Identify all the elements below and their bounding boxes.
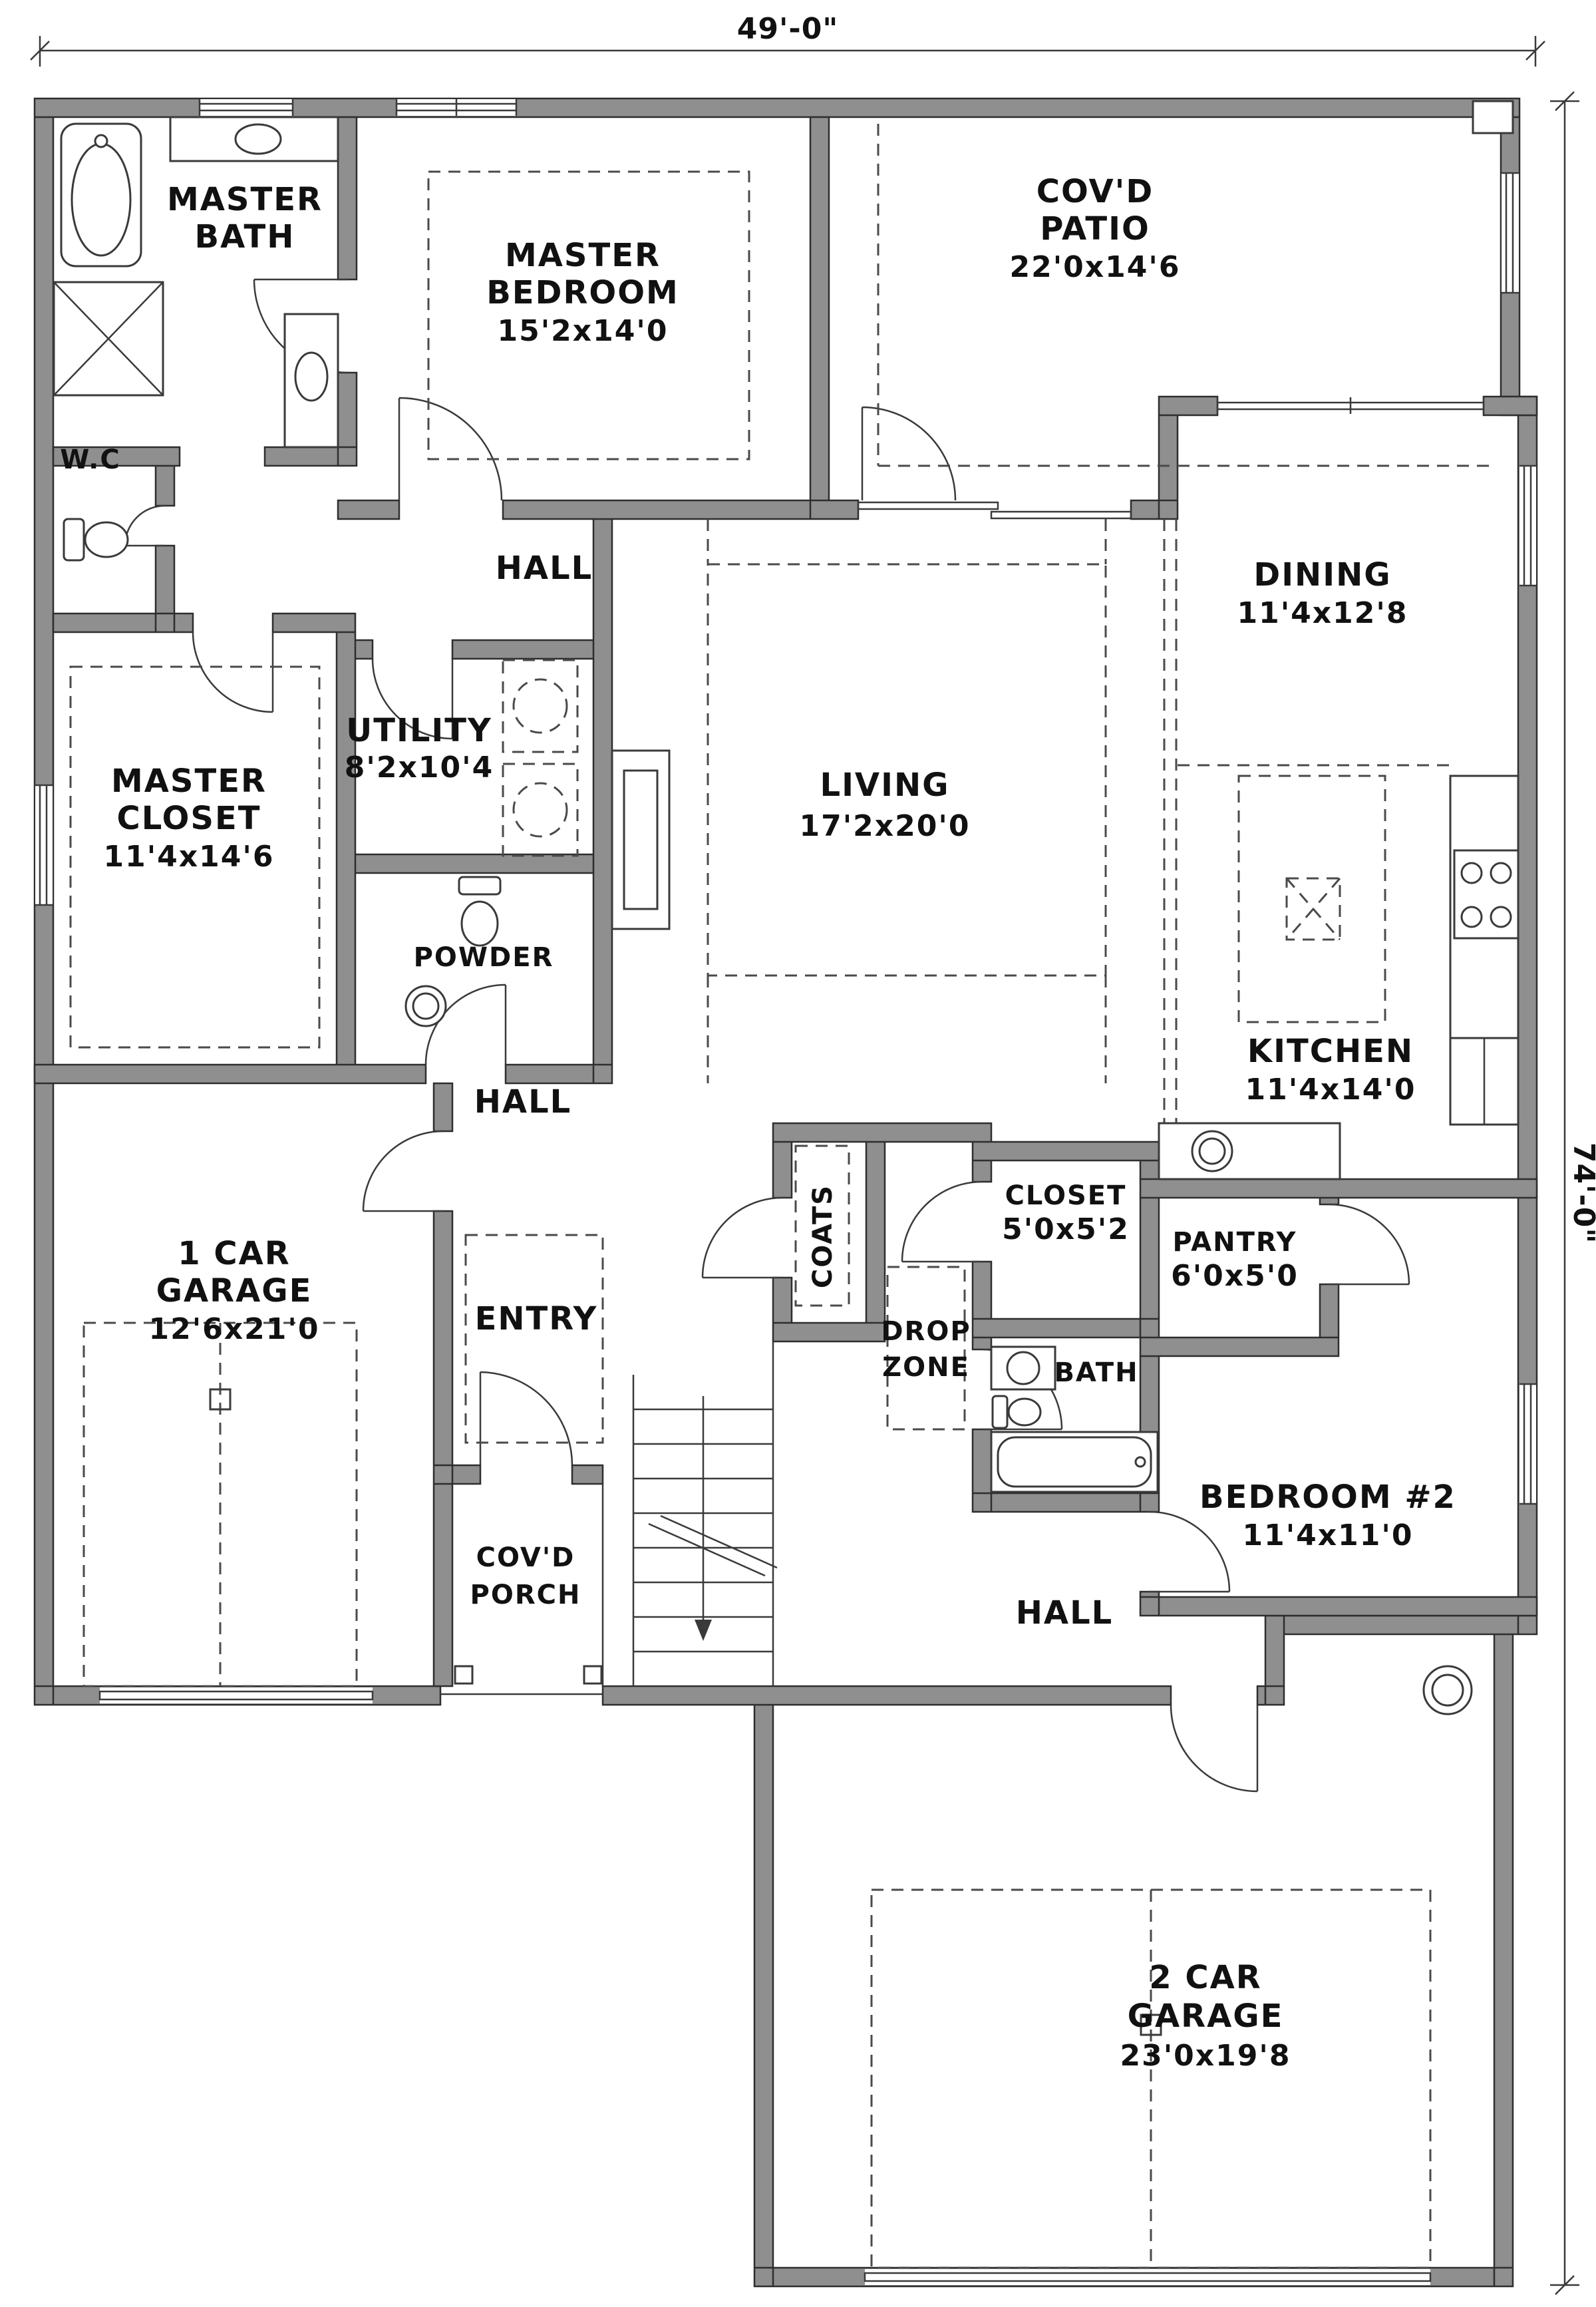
closet-label: CLOSET <box>1005 1180 1127 1211</box>
fixtures <box>53 100 1519 1715</box>
covd-patio-label: COV'D <box>1037 173 1154 210</box>
hall-upper-label: HALL <box>496 550 593 587</box>
utility-size: 8'2x10'4 <box>345 751 494 785</box>
drop-zone-label: ZONE <box>882 1352 970 1383</box>
garage-2car-label: GARAGE <box>1128 1998 1284 2035</box>
porch-post-icon <box>454 1665 474 1685</box>
hall-lower-label: HALL <box>1016 1594 1114 1632</box>
bath2-toilet-icon <box>991 1395 1042 1429</box>
dryer-icon <box>512 782 568 838</box>
covd-patio-size: 22'0x14'6 <box>1009 250 1180 284</box>
media-niche-icon <box>611 749 671 930</box>
wc-toilet-icon <box>63 518 129 562</box>
master-bedroom-label: MASTER <box>505 237 661 274</box>
range-icon <box>1453 849 1519 940</box>
garage-2car-label: 2 CAR <box>1149 1959 1261 1996</box>
dashed-features <box>69 124 1496 2269</box>
stair-treads <box>632 1341 778 1686</box>
powder-sink-icon <box>404 985 447 1027</box>
pantry-label: PANTRY <box>1173 1227 1297 1258</box>
master-vanity2-icon <box>283 313 339 448</box>
kitchen-label: KITCHEN <box>1247 1033 1414 1070</box>
ceiling-and-shelf-dashes <box>69 124 1496 2269</box>
bedroom2-label: BEDROOM #2 <box>1199 1479 1456 1516</box>
water-heater-icon <box>1422 1665 1473 1715</box>
room-labels: MASTER BATH MASTER BEDROOM 15'2x14'0 COV… <box>60 173 1456 2073</box>
bath2-vanity-icon <box>990 1345 1056 1391</box>
interior-walls <box>33 116 1538 1687</box>
entry-label: ENTRY <box>475 1300 598 1337</box>
garage-1car-size: 12'6x21'0 <box>148 1312 319 1346</box>
garage-1car-label: 1 CAR <box>178 1235 290 1272</box>
pantry-size: 6'0x5'0 <box>1171 1259 1299 1293</box>
bedroom2-size: 11'4x11'0 <box>1242 1518 1413 1552</box>
window-lines <box>35 99 1536 2282</box>
dimension-lines: 49'-0" 74'-0" <box>30 12 1596 2295</box>
dining-size: 11'4x12'8 <box>1237 596 1408 630</box>
kitchen-size: 11'4x14'0 <box>1245 1073 1416 1107</box>
kitchen-sink-counter <box>1158 1122 1341 1180</box>
door-swings <box>124 278 1410 1793</box>
overall-width-dimension: 49'-0" <box>737 12 839 46</box>
master-bedroom-label: BEDROOM <box>486 274 679 311</box>
master-closet-label: CLOSET <box>116 800 261 837</box>
master-closet-size: 11'4x14'6 <box>103 840 274 874</box>
right-dimension-line <box>1550 91 1579 2295</box>
garage-2car-size: 23'0x19'8 <box>1120 2039 1291 2073</box>
covd-porch-label: COV'D <box>476 1542 575 1573</box>
living-size: 17'2x20'0 <box>799 809 970 843</box>
stair-direction-arrow <box>695 1620 712 1641</box>
master-bath-label: BATH <box>195 218 295 256</box>
bath2-tub-icon <box>990 1431 1159 1493</box>
coats-label: COATS <box>808 1184 838 1288</box>
dining-label: DINING <box>1253 556 1391 594</box>
utility-label: UTILITY <box>346 712 492 749</box>
hall-mid-label: HALL <box>474 1083 572 1121</box>
washer-icon <box>512 678 568 734</box>
powder-label: POWDER <box>414 942 554 973</box>
top-dimension-line <box>30 36 1545 67</box>
master-tub-icon <box>60 122 142 267</box>
garage-1car-label: GARAGE <box>156 1272 313 1310</box>
master-shower-icon <box>53 281 164 397</box>
garage2-opener-icon <box>1140 2014 1162 2036</box>
drop-zone-label: DROP <box>881 1316 971 1347</box>
master-vanity-icon <box>169 116 339 162</box>
porch-post-icon <box>583 1665 603 1685</box>
master-bedroom-size: 15'2x14'0 <box>497 314 668 348</box>
powder-toilet-icon <box>458 876 502 947</box>
bath2-label: BATH <box>1054 1357 1138 1388</box>
overall-height-dimension: 74'-0" <box>1567 1143 1596 1244</box>
closet-size: 5'0x5'2 <box>1002 1212 1130 1246</box>
living-label: LIVING <box>820 767 949 804</box>
master-closet-label: MASTER <box>111 763 267 800</box>
refrigerator-icon <box>1449 1037 1519 1126</box>
covd-patio-label: PATIO <box>1040 210 1150 248</box>
staircase <box>632 1341 778 1686</box>
wc-label: W.C <box>60 444 120 475</box>
garage1-opener-icon <box>209 1388 232 1411</box>
patio-post-icon <box>1472 100 1514 134</box>
porch-outline <box>440 1484 604 1695</box>
covd-porch-label: PORCH <box>470 1580 581 1610</box>
master-bath-label: MASTER <box>167 181 323 218</box>
